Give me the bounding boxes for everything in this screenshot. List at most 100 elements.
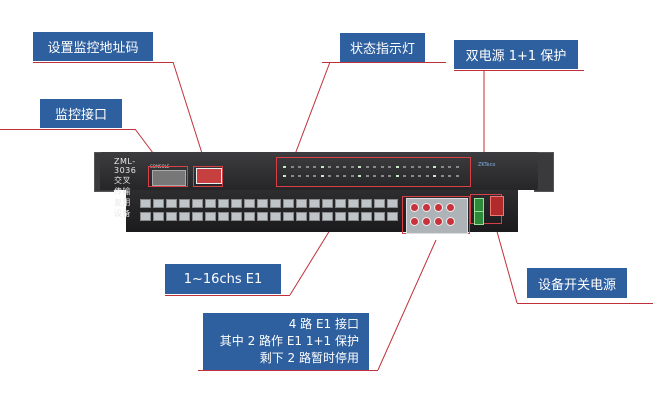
rj45-port[interactable] [218, 212, 229, 221]
power-switch-label: 设备开关电源 [537, 277, 616, 293]
rj45-port[interactable] [283, 199, 294, 208]
rj45-port[interactable] [231, 212, 242, 221]
address-code-callout: 设置监控地址码 [33, 32, 153, 61]
bnc-connector[interactable] [434, 203, 443, 212]
status-led [350, 175, 354, 177]
rj45-port[interactable] [140, 199, 151, 208]
status-led [305, 166, 309, 168]
status-leds-underline [322, 62, 446, 63]
status-led [388, 175, 391, 177]
rj45-port[interactable] [179, 199, 190, 208]
rj45-port[interactable] [231, 199, 242, 208]
status-led [335, 166, 339, 168]
bnc-connector[interactable] [410, 217, 419, 226]
e1-channels-callout: 1~16chs E1 [165, 264, 281, 294]
status-leds-leader [293, 61, 331, 158]
e1-channels-label: 1~16chs E1 [183, 271, 263, 287]
rj45-port[interactable] [205, 199, 216, 208]
status-led [395, 175, 399, 177]
status-led [290, 175, 294, 177]
dual-power-label: 双电源 1+1 保护 [465, 49, 567, 64]
rj45-port[interactable] [192, 212, 203, 221]
dip-highlight [193, 166, 223, 187]
status-led [403, 166, 406, 168]
rj45-port[interactable] [257, 212, 268, 221]
rj45-port[interactable] [309, 212, 320, 221]
status-led [343, 175, 346, 177]
monitor-port-label: 监控接口 [54, 108, 107, 123]
power-switch-callout: 设备开关电源 [527, 268, 627, 298]
rj45-port[interactable] [166, 212, 177, 221]
rj45-port[interactable] [296, 199, 307, 208]
status-led [380, 166, 384, 168]
rj45-port[interactable] [335, 212, 346, 221]
rj45-port[interactable] [140, 212, 151, 221]
status-led [298, 175, 301, 177]
status-led [305, 175, 309, 177]
status-led [388, 166, 391, 168]
rj45-port[interactable] [244, 199, 255, 208]
monitor-port-callout: 监控接口 [40, 99, 122, 128]
power-switch-leader [495, 227, 518, 304]
status-led [365, 175, 369, 177]
rj45-port[interactable] [179, 212, 190, 221]
status-led [365, 166, 369, 168]
console-port[interactable] [152, 170, 186, 186]
rj45-port[interactable] [270, 212, 281, 221]
status-led [335, 175, 339, 177]
rj45-port[interactable] [153, 199, 164, 208]
rj45-port[interactable] [374, 212, 385, 221]
rj45-port[interactable] [309, 199, 320, 208]
bnc-connector[interactable] [446, 217, 455, 226]
status-led [313, 175, 316, 177]
status-led [425, 166, 429, 168]
rj45-port[interactable] [296, 212, 307, 221]
status-leds-label: 状态指示灯 [349, 42, 415, 57]
address-code-label: 设置监控地址码 [47, 41, 139, 56]
status-led [403, 175, 406, 177]
rj45-port[interactable] [322, 199, 333, 208]
e1-interface-line1: 4 路 E1 接口 [288, 317, 359, 331]
bnc-connector[interactable] [422, 203, 431, 212]
rj45-port[interactable] [361, 199, 372, 208]
rj45-port[interactable] [244, 212, 255, 221]
power-supply-b [474, 211, 484, 225]
rj45-port[interactable] [348, 212, 359, 221]
status-led [320, 166, 324, 168]
rj45-port[interactable] [205, 212, 216, 221]
address-dip-switch[interactable] [196, 168, 222, 184]
status-led [298, 166, 301, 168]
status-led [358, 175, 361, 177]
status-led [320, 175, 324, 177]
rj45-port[interactable] [270, 199, 281, 208]
rj45-port[interactable] [218, 199, 229, 208]
rj45-port[interactable] [361, 212, 372, 221]
rj45-port[interactable] [283, 212, 294, 221]
rj45-port[interactable] [153, 212, 164, 221]
status-led [343, 166, 346, 168]
rj45-port[interactable] [322, 212, 333, 221]
brand-logo: ZKTeco [478, 162, 496, 168]
status-led [440, 175, 444, 177]
status-led [455, 166, 459, 168]
rj45-port[interactable] [374, 199, 385, 208]
bnc-connector[interactable] [446, 203, 455, 212]
rj45-port[interactable] [348, 199, 359, 208]
power-switch-underline [517, 303, 653, 304]
rj45-port[interactable] [192, 199, 203, 208]
bnc-connector[interactable] [410, 203, 419, 212]
power-switch[interactable] [490, 196, 504, 216]
rj45-port[interactable] [387, 212, 398, 221]
rj45-port[interactable] [387, 199, 398, 208]
bnc-connector[interactable] [434, 217, 443, 226]
e1-interface-line3: 剩下 2 路暂时停用 [259, 351, 359, 365]
console-highlight [148, 166, 188, 187]
status-led [358, 166, 361, 168]
rj45-port[interactable] [166, 199, 177, 208]
bnc-connector[interactable] [422, 217, 431, 226]
status-led [380, 175, 384, 177]
e1-channels-underline [165, 295, 290, 296]
rj45-port[interactable] [257, 199, 268, 208]
status-led [433, 175, 436, 177]
rj45-port[interactable] [335, 199, 346, 208]
